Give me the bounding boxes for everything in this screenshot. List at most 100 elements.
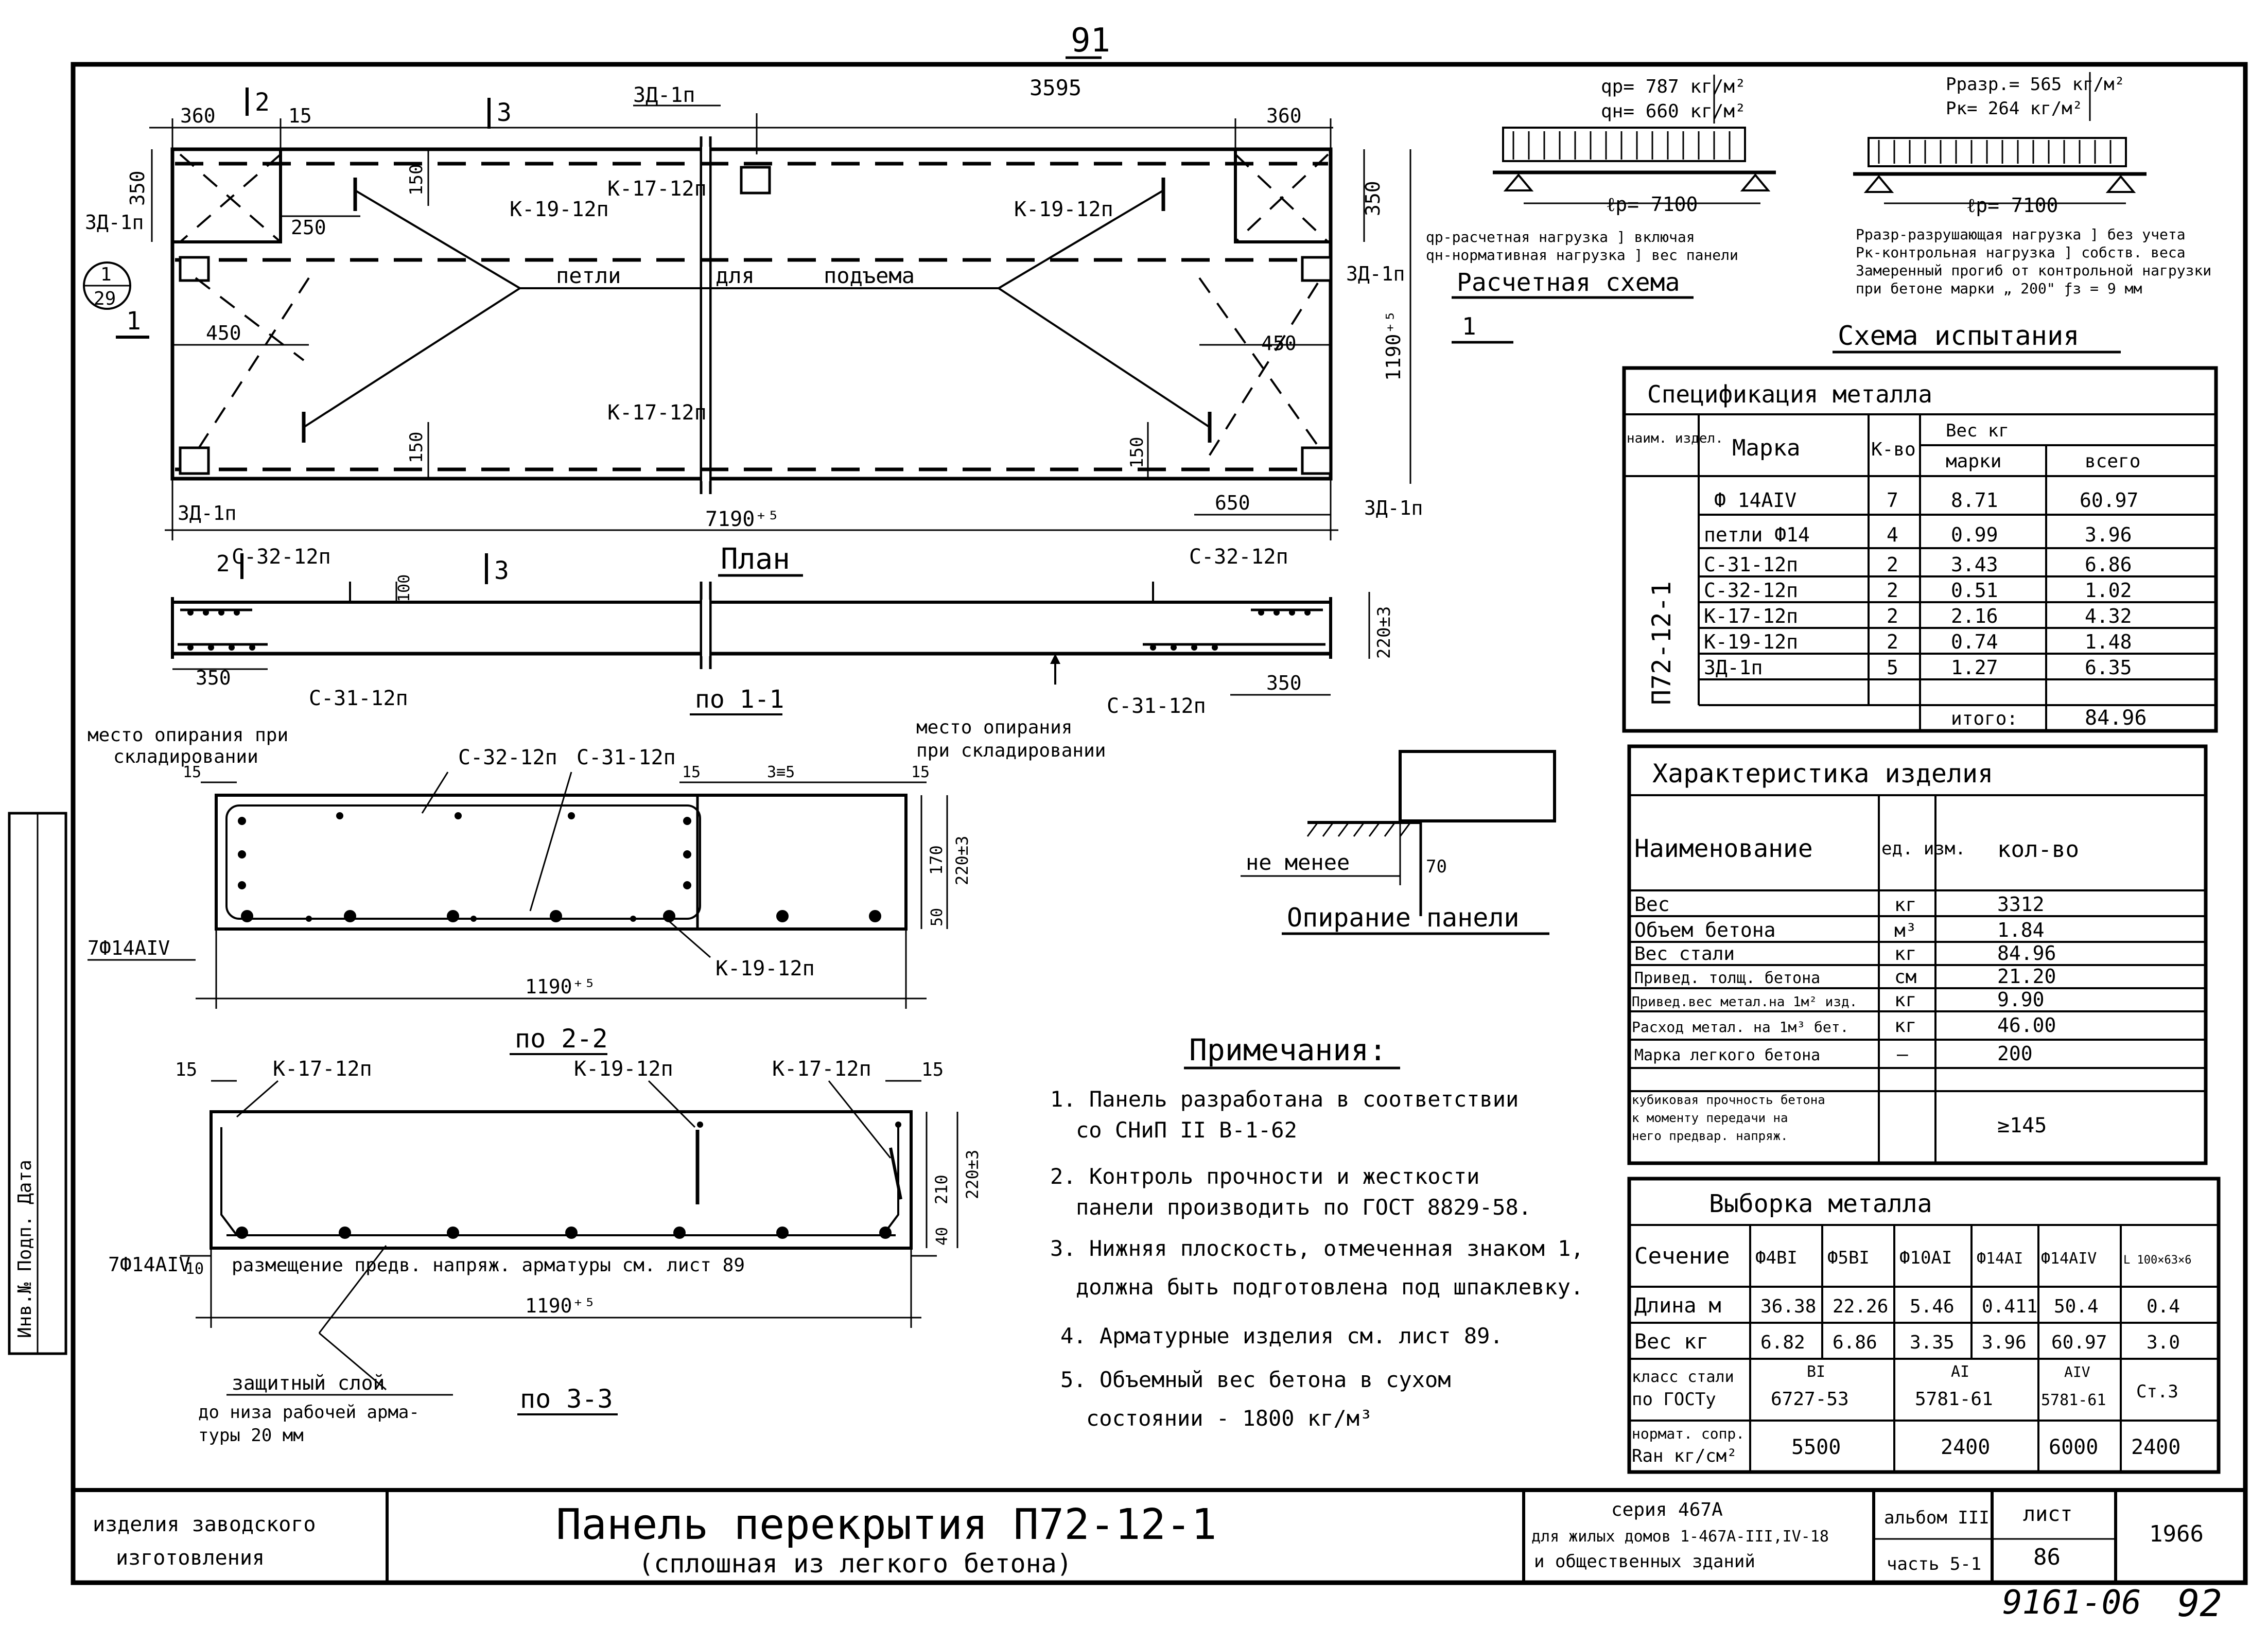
spec-row: К-17-12п 2 2.16 4.32 <box>1704 605 2132 627</box>
calc-mark-1: 1 <box>1462 312 1476 340</box>
spec-item-name: П72-12-1 <box>1647 581 1677 705</box>
spec-row: Ф 14АIV 7 8.71 60.97 <box>1714 489 2138 512</box>
dim-350-left: 350 <box>126 170 149 206</box>
section-1-1: С-32-12п С-32-12п С-31-12п С-31-12п 100 … <box>88 545 1394 767</box>
char-unit: м³ <box>1894 920 1916 941</box>
dim-7190: 7190⁺⁵ <box>705 507 780 531</box>
calc-legend-1: qр-расчетная нагрузка ] включая <box>1426 229 1695 246</box>
spec-qty: 2 <box>1887 579 1898 602</box>
spec-mark: петли Ф14 <box>1704 523 1810 546</box>
sel-wt-label: Вес кг <box>1634 1330 1709 1354</box>
characteristics-table: Характеристика изделия Наименование ед. … <box>1627 744 2208 1165</box>
tb-sheet-1: лист <box>2023 1502 2072 1526</box>
tb-left-1: изделия заводского <box>93 1513 316 1536</box>
sec11-c31-right: С-31-12п <box>1107 694 1206 718</box>
spec-row: К-19-12п 2 0.74 1.48 <box>1704 630 2132 653</box>
plan-title: План <box>721 542 790 576</box>
char-unit: кг <box>1894 1015 1916 1037</box>
plate-label-top: 3Д-1п <box>633 83 695 107</box>
note-4: 4. Арматурные изделия см. лист 89. <box>1060 1323 1503 1348</box>
cover-note-3: туры 20 мм <box>198 1425 304 1446</box>
char-val: 46.00 <box>1997 1014 2056 1037</box>
spec-w: 0.51 <box>1951 579 1998 602</box>
callout-top: 1 <box>100 264 112 285</box>
dim-350-right: 350 <box>1362 181 1384 216</box>
margin-stamp: Инв.№ Подп. Дата <box>8 812 67 1355</box>
sel-len: 50.4 <box>2054 1296 2099 1317</box>
sel-wt: 3.35 <box>1910 1332 1955 1353</box>
inventory-number: 9161-06 <box>2002 1584 2141 1622</box>
plate-label-bottom-left: 3Д-1п <box>178 502 236 524</box>
spec-total: 6.86 <box>2085 553 2132 576</box>
calc-qp: qр= 787 кг/м² <box>1601 76 1746 97</box>
sec11-title: по 1-1 <box>695 685 784 714</box>
tb-series-2: для жилых домов 1-467А-III,IV-18 <box>1531 1528 1829 1546</box>
title-block: изделия заводского изготовления Панель п… <box>93 1490 2204 1583</box>
spec-h-wmark: марки <box>1946 451 2001 472</box>
dim-15: 15 <box>288 104 312 127</box>
test-legend-4: при бетоне марки „ 200" ƒз = 9 мм <box>1856 280 2142 297</box>
spec-qty: 2 <box>1887 553 1898 576</box>
tb-series-3: и общественных зданий <box>1534 1551 1755 1572</box>
selection-table: Выборка металла Сечение Ф4ВI Ф5ВI Ф10АI … <box>1627 1177 2221 1474</box>
tb-series-1: серия 467А <box>1611 1499 1723 1520</box>
sel-len: 22.26 <box>1833 1296 1888 1317</box>
sel-len: 36.38 <box>1760 1296 1816 1317</box>
char-unit: кг <box>1894 895 1916 916</box>
char-name: Расход метал. на 1м³ бет. <box>1632 1019 1848 1036</box>
support-note-left-1: место опирания при <box>88 725 288 746</box>
spec-mark: К-19-12п <box>1704 630 1798 653</box>
sec33-dim-10: 10 <box>185 1260 204 1278</box>
support-note-right-2: при складировании <box>916 740 1106 761</box>
sec11-mark-2: 2 <box>216 551 230 577</box>
sec33-dim-40: 40 <box>933 1227 951 1246</box>
char-row: Привед. толщ. бетона см 21.20 <box>1634 965 2056 988</box>
char-unit: см <box>1894 967 1916 988</box>
test-legend-1: Рразр-разрушающая нагрузка ] без учета <box>1856 226 2186 243</box>
rebar-label-k17-bottom: К-17-12п <box>607 401 707 425</box>
sec22-dim-50: 50 <box>928 908 946 926</box>
spec-total-value: 84.96 <box>2085 706 2147 730</box>
char-val: 21.20 <box>1997 965 2056 988</box>
sel-len-label: Длина м <box>1634 1294 1721 1318</box>
dim-450-left: 450 <box>206 322 241 344</box>
sel-norm-label-1: нормат. сопр. <box>1632 1425 1744 1442</box>
tb-sheet-2: 86 <box>2033 1544 2061 1570</box>
calc-lp: ℓр= 7100 <box>1606 193 1698 216</box>
spec-row: петли Ф14 4 0.99 3.96 <box>1704 523 2132 546</box>
sel-wt: 3.0 <box>2147 1332 2180 1353</box>
spec-mark: Ф 14АIV <box>1714 489 1796 512</box>
support-note-right-1: место опирания <box>916 717 1072 738</box>
sel-norm: 6000 <box>2049 1435 2098 1459</box>
spec-row: 3Д-1п 5 1.27 6.35 <box>1704 656 2132 679</box>
spec-total: 6.35 <box>2085 656 2132 679</box>
char-row: Привед.вес метал.на 1м² изд. кг 9.90 <box>1632 988 2045 1011</box>
sec33-rebar: 7Ф14АIV <box>108 1253 190 1276</box>
char-last-name-2: к моменту передачи на <box>1632 1111 1788 1125</box>
sel-class-b: ВI <box>1807 1363 1825 1381</box>
plan-view: 3595 360 15 360 350 350 250 450 450 150 … <box>83 75 1423 577</box>
spec-w: 2.16 <box>1951 605 1998 627</box>
char-row: Расход метал. на 1м³ бет. кг 46.00 <box>1632 1014 2056 1037</box>
support-note: не менее <box>1246 850 1350 875</box>
spec-row: С-32-12п 2 0.51 1.02 <box>1704 579 2132 602</box>
spec-h-wtotal: всего <box>2085 451 2140 472</box>
test-prazr: Рразр.= 565 кг/м² <box>1946 74 2125 95</box>
spec-qty: 2 <box>1887 605 1898 627</box>
spec-qty: 7 <box>1887 489 1898 512</box>
section-mark-3: 3 <box>497 98 512 127</box>
support-note-left-2: складировании <box>113 746 258 767</box>
test-title: Схема испытания <box>1838 321 2080 352</box>
spec-w: 0.99 <box>1951 523 1998 546</box>
char-unit: — <box>1897 1044 1908 1065</box>
note-2b: панели производить по ГОСТ 8829-58. <box>1076 1195 1531 1220</box>
support-dim: 70 <box>1426 856 1447 877</box>
notes: Примечания: 1. Панель разработана в соот… <box>1050 1032 1584 1431</box>
sel-col: Ф14АI <box>1977 1250 2023 1268</box>
spec-w: 1.27 <box>1951 656 1998 679</box>
sec11-c32-left: С-32-12п <box>232 545 331 569</box>
sec33-dim-210: 210 <box>932 1175 951 1204</box>
char-unit: кг <box>1894 990 1916 1011</box>
test-legend-3: Замеренный прогиб от контрольной нагрузк… <box>1856 262 2211 279</box>
spec-qty: 5 <box>1887 656 1898 679</box>
